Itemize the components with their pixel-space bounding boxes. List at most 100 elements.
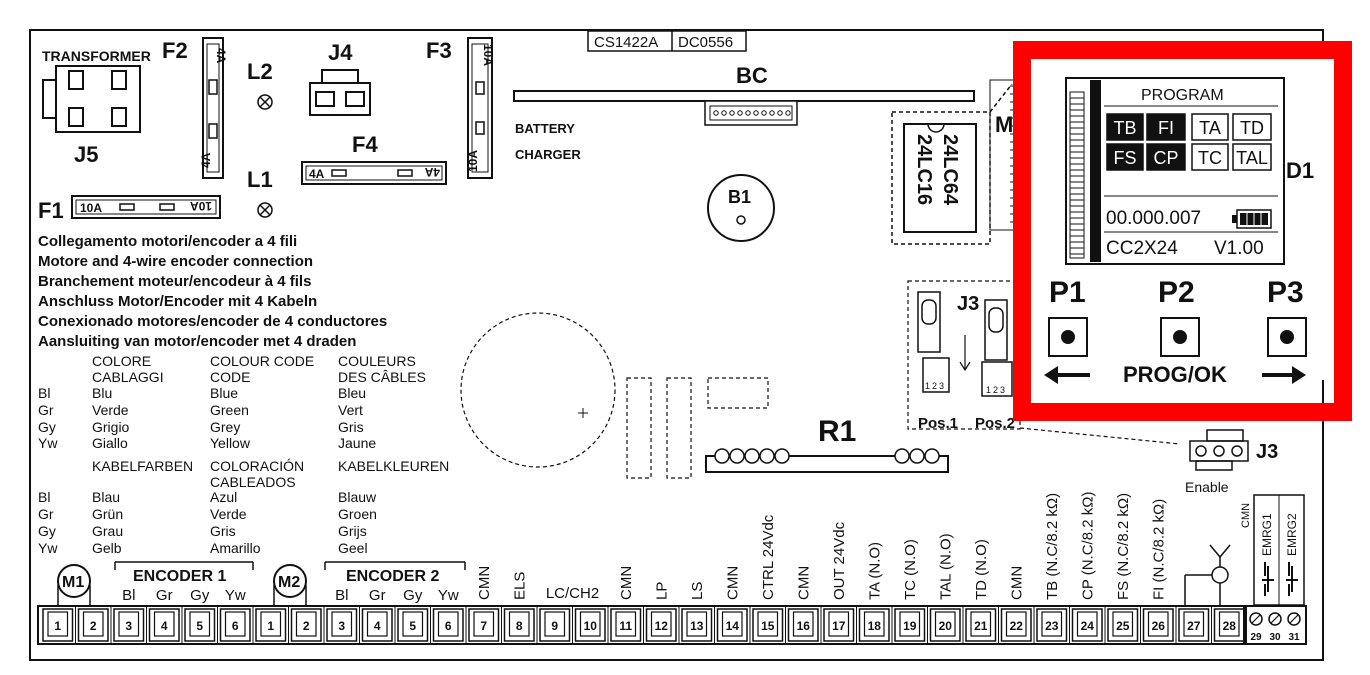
board-code-1: CS1422A bbox=[594, 34, 658, 51]
m-label: M bbox=[995, 112, 1013, 137]
d1-label: D1 bbox=[1286, 158, 1314, 183]
f3-rating-top: 10A bbox=[481, 44, 495, 66]
colour-header-en: COLOUR CODE bbox=[210, 353, 314, 369]
highlight-frame bbox=[1013, 41, 1352, 421]
battery-icon bbox=[1232, 209, 1272, 229]
colour-cell: Blue bbox=[210, 385, 238, 401]
f3-fuse: 10A 10A bbox=[466, 37, 495, 179]
l1-led bbox=[257, 202, 273, 218]
board-code-2: DC0556 bbox=[678, 34, 733, 51]
charger-label: CHARGER bbox=[515, 147, 581, 162]
j3-pos2-pin: 2 bbox=[993, 385, 998, 395]
colour-abbr: Bl bbox=[38, 489, 50, 505]
colour-cell: Green bbox=[210, 402, 249, 418]
colour-cell: Gris bbox=[338, 419, 364, 435]
lcd-cell-bg bbox=[1191, 113, 1229, 141]
terminal-number: 1 bbox=[54, 619, 61, 633]
terminal-label: LC/CH2 bbox=[546, 585, 599, 602]
f1-rating-left: 10A bbox=[80, 201, 102, 215]
arrow-right-icon bbox=[1262, 366, 1306, 384]
terminal-number: 22 bbox=[1010, 619, 1024, 633]
colour-header-fr-2: DES CÂBLES bbox=[338, 369, 426, 385]
colour-header-de: KABELFARBEN bbox=[92, 458, 193, 474]
f4-rating-right: 4A bbox=[424, 165, 440, 179]
p1-label: P1 bbox=[1049, 276, 1086, 309]
colour-cell: Verde bbox=[92, 402, 129, 418]
f4-fuse: 4A 4A bbox=[301, 161, 447, 185]
p2-button[interactable] bbox=[1160, 317, 1200, 357]
f3-label: F3 bbox=[426, 38, 452, 63]
f2-fuse: 4A 4A bbox=[199, 37, 228, 179]
colour-cell: Bleu bbox=[338, 385, 366, 401]
j3-pos2-pin: 3 bbox=[1000, 385, 1005, 395]
colour-cell: Grijs bbox=[338, 523, 367, 539]
encoder2-label: ENCODER 2 bbox=[346, 568, 439, 585]
l2-led bbox=[257, 94, 273, 110]
terminal-number: 4 bbox=[374, 619, 381, 633]
transformer-label: TRANSFORMER bbox=[42, 48, 151, 64]
battery-label: BATTERY bbox=[515, 121, 575, 136]
j5-label: J5 bbox=[74, 142, 98, 167]
j3-jumper-area: J3 1 2 3 1 2 3 Pos.1 Pos.2 bbox=[907, 280, 1181, 445]
r1-resistor-network bbox=[705, 448, 949, 473]
m2-label: M2 bbox=[278, 574, 300, 591]
emrg1-label: EMRG1 bbox=[1260, 513, 1274, 556]
f1-fuse: 10A 10A bbox=[71, 195, 221, 219]
lcd-cell-bg bbox=[1106, 143, 1144, 171]
wiring-note-en: Motore and 4-wire encoder connection bbox=[38, 253, 313, 270]
colour-cell: Blau bbox=[92, 489, 120, 505]
colour-cell: Amarillo bbox=[210, 540, 261, 556]
lcd-cell-tal: TAL bbox=[1236, 148, 1268, 168]
terminal-number: 10 bbox=[584, 619, 598, 633]
p1-button[interactable] bbox=[1048, 317, 1088, 357]
p2-label: P2 bbox=[1158, 276, 1195, 309]
emrg2-label: EMRG2 bbox=[1285, 513, 1299, 556]
cmn-small-label: CMN bbox=[1240, 503, 1252, 528]
terminal-number: 6 bbox=[232, 619, 239, 633]
encoder1-wire-label: Yw bbox=[225, 587, 246, 604]
eeprom-24lc16: 24LC16 bbox=[913, 134, 935, 205]
terminal-number: 21 bbox=[974, 619, 988, 633]
lcd-counter: 00.000.007 bbox=[1106, 208, 1201, 229]
terminal-number: 15 bbox=[761, 619, 775, 633]
terminal-label: FI (N.C/8.2 kΩ) bbox=[1150, 499, 1167, 600]
colour-abbr: Bl bbox=[38, 385, 50, 401]
lcd-cell-fi: FI bbox=[1158, 118, 1174, 138]
j3-enable-header: J3 Enable bbox=[1185, 429, 1278, 495]
lcd-cell-tb: TB bbox=[1113, 118, 1136, 138]
terminal-number: 2 bbox=[303, 619, 310, 633]
j3-pos1-label: Pos.1 bbox=[918, 415, 958, 432]
terminal-number: 27 bbox=[1187, 619, 1201, 633]
p3-button[interactable] bbox=[1267, 317, 1307, 357]
colour-cell: Azul bbox=[210, 489, 237, 505]
terminal-number: 5 bbox=[196, 619, 203, 633]
b1-label: B1 bbox=[728, 187, 751, 207]
j3-pos1-pin: 1 bbox=[925, 381, 930, 391]
prog-ok-label: PROG/OK bbox=[1123, 362, 1227, 387]
terminal-number: 19 bbox=[903, 619, 917, 633]
colour-header-es: COLORACIÓN bbox=[210, 458, 304, 474]
terminal-number: 18 bbox=[868, 619, 882, 633]
wiring-note-de: Anschluss Motor/Encoder mit 4 Kabeln bbox=[38, 293, 317, 310]
terminal-number: 3 bbox=[125, 619, 132, 633]
terminal-number: 25 bbox=[1116, 619, 1130, 633]
j3-pos2-pin: 1 bbox=[986, 385, 991, 395]
terminal-label: CMN bbox=[476, 566, 493, 600]
colour-header-es-2: CABLEADOS bbox=[210, 474, 296, 490]
encoder2-wire-label: Bl bbox=[335, 587, 348, 604]
j4-connector bbox=[309, 69, 371, 116]
enable-label: Enable bbox=[1185, 479, 1229, 495]
colour-cell: Grey bbox=[210, 419, 240, 435]
f4-rating-left: 4A bbox=[309, 167, 325, 181]
eeprom-24lc64: 24LC64 bbox=[939, 134, 961, 206]
encoder2-wire-label: Gr bbox=[369, 587, 386, 604]
f1-label: F1 bbox=[38, 198, 64, 223]
terminal-number: 9 bbox=[551, 619, 558, 633]
colour-abbr: Yw bbox=[38, 540, 58, 556]
colour-header-nl: KABELKLEUREN bbox=[338, 458, 449, 474]
antenna-symbol bbox=[1184, 544, 1231, 606]
wiring-note-fr: Branchement moteur/encodeur à 4 fils bbox=[38, 273, 311, 290]
terminal-number-small: 30 bbox=[1269, 632, 1281, 643]
terminal-number: 14 bbox=[726, 619, 740, 633]
